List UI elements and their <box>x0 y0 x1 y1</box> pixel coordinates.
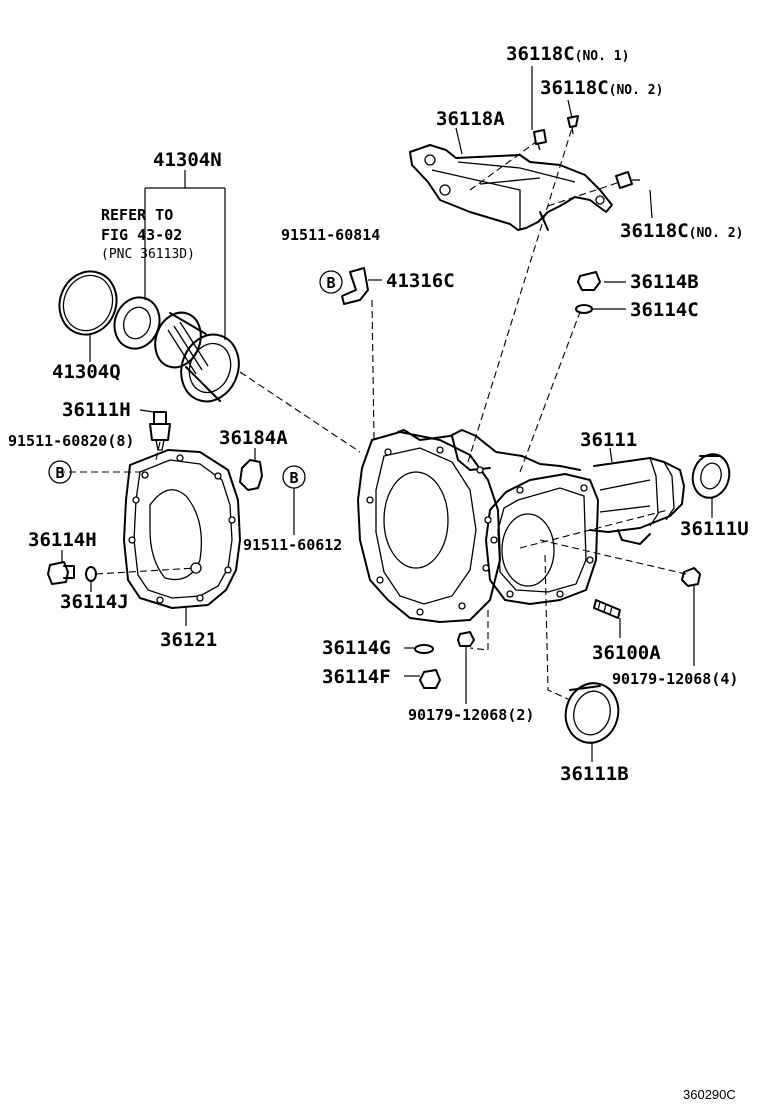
label-36114c: 36114C <box>630 299 699 321</box>
refer-line-3: (PNC 36113D) <box>101 247 195 262</box>
label-36114h: 36114H <box>28 529 97 551</box>
assembly-lines <box>58 127 691 701</box>
label-36111u: 36111U <box>680 518 749 540</box>
label-36118c-no1: 36118C(NO. 1) <box>506 43 629 65</box>
label-91511-60820: 91511-60820(8) <box>8 432 134 450</box>
plug-36114f <box>419 669 441 689</box>
label-90179-12068-4: 90179-12068(4) <box>612 670 738 688</box>
bearing-41304n-cage <box>154 311 240 403</box>
svg-text:B: B <box>326 274 335 292</box>
refer-line-2: FIG 43-02 <box>101 226 182 244</box>
label-36100a: 36100A <box>592 642 661 664</box>
label-36114g: 36114G <box>322 637 391 659</box>
leader-41304n <box>144 170 226 340</box>
label-36114b: 36114B <box>630 271 699 293</box>
cover-36121 <box>123 449 241 609</box>
footer-code: 360290C <box>683 1087 736 1102</box>
label-36111: 36111 <box>580 429 637 451</box>
label-90179-12068-2: 90179-12068(2) <box>408 706 534 724</box>
plug-36114b <box>577 271 601 291</box>
gasket-36114c <box>575 304 593 314</box>
label-41304q: 41304Q <box>52 361 121 383</box>
o-ring-41304q <box>58 270 118 336</box>
plate-36184a <box>239 459 263 491</box>
label-36114j: 36114J <box>60 591 129 613</box>
svg-text:B: B <box>55 464 64 482</box>
label-36111b: 36111B <box>560 763 629 785</box>
oil-seal-36111b <box>564 682 620 744</box>
svg-text:B: B <box>289 469 298 487</box>
refer-line-1: REFER TO <box>101 206 173 224</box>
label-36114f: 36114F <box>322 666 391 688</box>
gasket-36114g <box>414 644 434 654</box>
oil-seal-36111u <box>691 453 731 499</box>
label-36111h: 36111H <box>62 399 131 421</box>
bolt-36118c-no1 <box>533 129 547 151</box>
nut-90179-12068-2 <box>457 631 475 647</box>
leader-lines <box>61 66 713 762</box>
callout-b-91511-60814: B <box>319 270 343 294</box>
bracket-36118a <box>409 144 613 231</box>
label-36118c-no2-upper: 36118C(NO. 2) <box>540 77 663 99</box>
label-36118a: 36118A <box>436 108 505 130</box>
callout-b-91511-60612: B <box>282 465 306 489</box>
housing-36111 <box>357 429 685 623</box>
label-91511-60612: 91511-60612 <box>243 536 342 554</box>
bolt-36118c-no2-right <box>615 171 640 189</box>
plug-36114h <box>47 561 75 585</box>
label-36184a: 36184A <box>219 427 288 449</box>
part-labels: 36118C(NO. 1) 36118C(NO. 2) 36118A 36118… <box>8 43 749 1102</box>
label-36121: 36121 <box>160 629 217 651</box>
stud-36100a <box>593 599 621 619</box>
label-36118c-no2-right: 36118C(NO. 2) <box>620 220 743 242</box>
clip-41316c <box>341 267 369 305</box>
label-41304n: 41304N <box>153 149 222 171</box>
label-41316c: 41316C <box>386 270 455 292</box>
bolt-36118c-no2-upper <box>567 115 579 135</box>
label-91511-60814: 91511-60814 <box>281 226 380 244</box>
nut-90179-12068-4 <box>681 567 701 587</box>
sensor-36111h <box>149 411 171 451</box>
callout-b-91511-60820: B <box>48 460 72 484</box>
washer-36114j <box>85 566 97 582</box>
